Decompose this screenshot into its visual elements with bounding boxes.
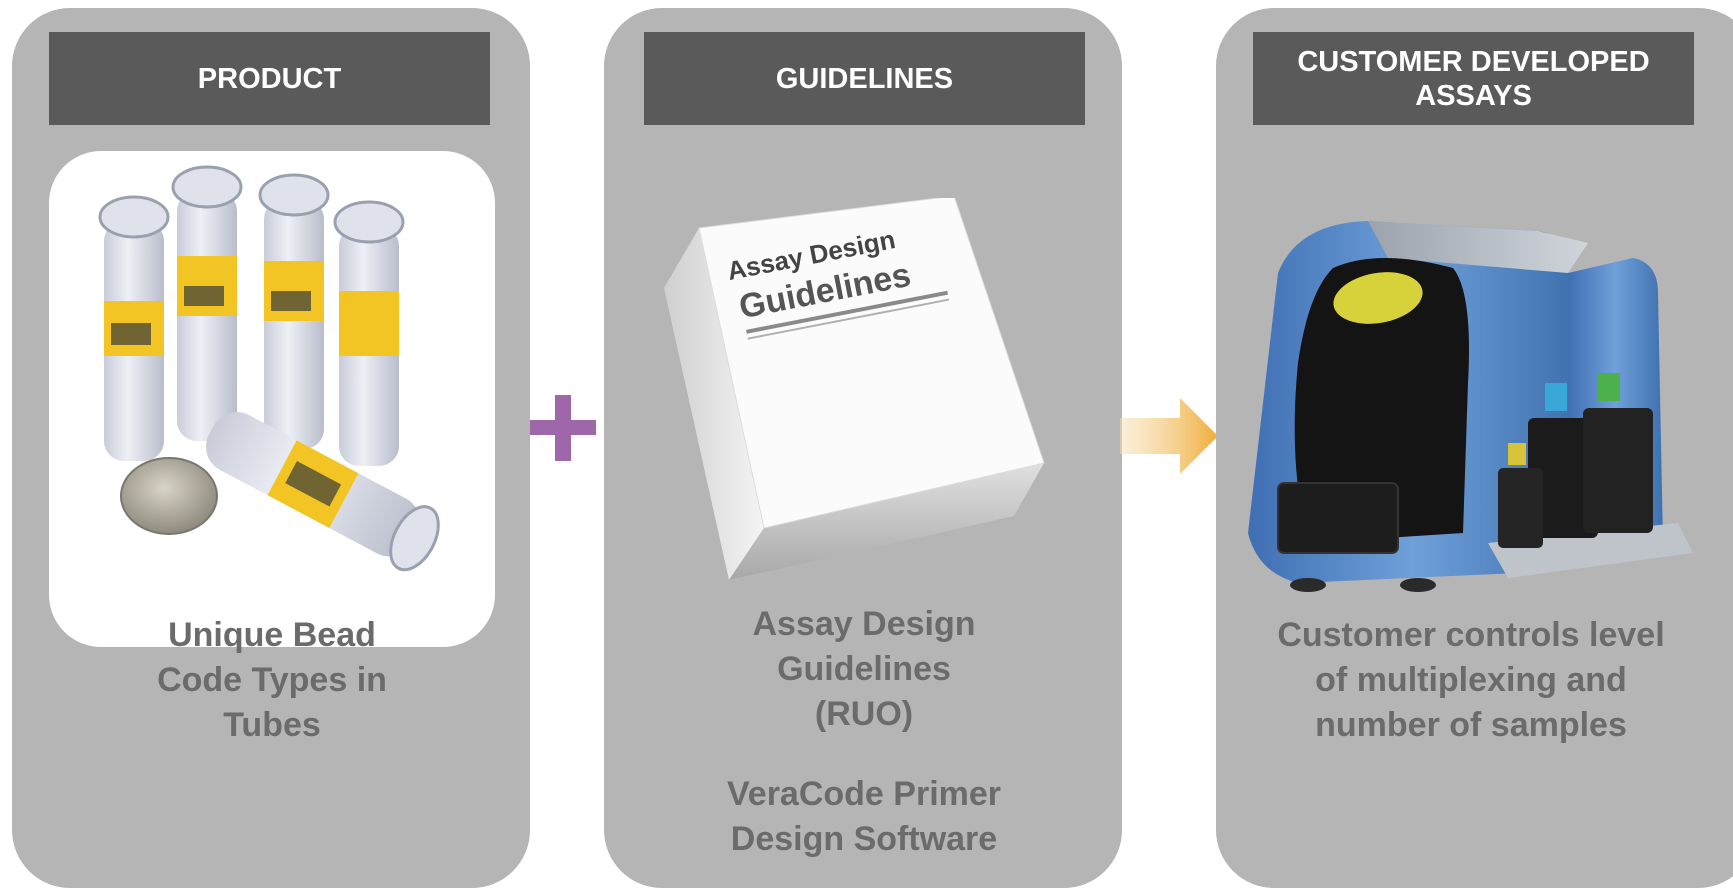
bead-tubes-image <box>49 151 495 647</box>
tubes-illustration <box>98 165 440 572</box>
product-caption-line: Tubes <box>223 706 321 744</box>
customer-caption-line: Customer controls level <box>1277 616 1665 654</box>
product-header: PRODUCT <box>49 32 490 125</box>
instrument-image <box>1248 221 1693 592</box>
customer-header-line: CUSTOMER DEVELOPED <box>1297 45 1650 78</box>
software-caption-line: VeraCode Primer <box>726 775 1002 813</box>
guidelines-caption-line: Guidelines <box>777 650 951 688</box>
guidelines-caption-line: (RUO) <box>814 695 914 733</box>
product-caption: Unique Bead Code Types in Tubes <box>52 613 492 748</box>
product-caption-line: Unique Bead <box>168 616 376 654</box>
guidelines-panel: GUIDELINES Assay Design Guidelines Assay… <box>604 8 1122 888</box>
guidelines-caption: Assay Design Guidelines (RUO) <box>644 602 1084 737</box>
product-caption-line: Code Types in <box>157 661 387 699</box>
guidelines-header-text: GUIDELINES <box>775 62 954 95</box>
product-header-text: PRODUCT <box>197 62 342 95</box>
guidelines-book-image: Assay Design Guidelines <box>664 198 1045 580</box>
plus-icon <box>530 395 596 461</box>
customer-header: CUSTOMER DEVELOPED ASSAYS <box>1253 32 1694 125</box>
software-caption: VeraCode Primer Design Software <box>644 772 1084 862</box>
arrow-right-icon <box>1120 398 1218 474</box>
guidelines-caption-line: Assay Design <box>752 605 976 643</box>
customer-caption-line: of multiplexing and <box>1315 661 1627 699</box>
customer-panel: CUSTOMER DEVELOPED ASSAYS <box>1216 8 1733 888</box>
customer-caption: Customer controls level of multiplexing … <box>1236 613 1706 748</box>
customer-header-line: ASSAYS <box>1415 79 1532 112</box>
guidelines-header: GUIDELINES <box>644 32 1085 125</box>
customer-caption-line: number of samples <box>1315 706 1627 744</box>
software-caption-line: Design Software <box>730 820 998 858</box>
product-panel: PRODUCT <box>12 8 530 888</box>
